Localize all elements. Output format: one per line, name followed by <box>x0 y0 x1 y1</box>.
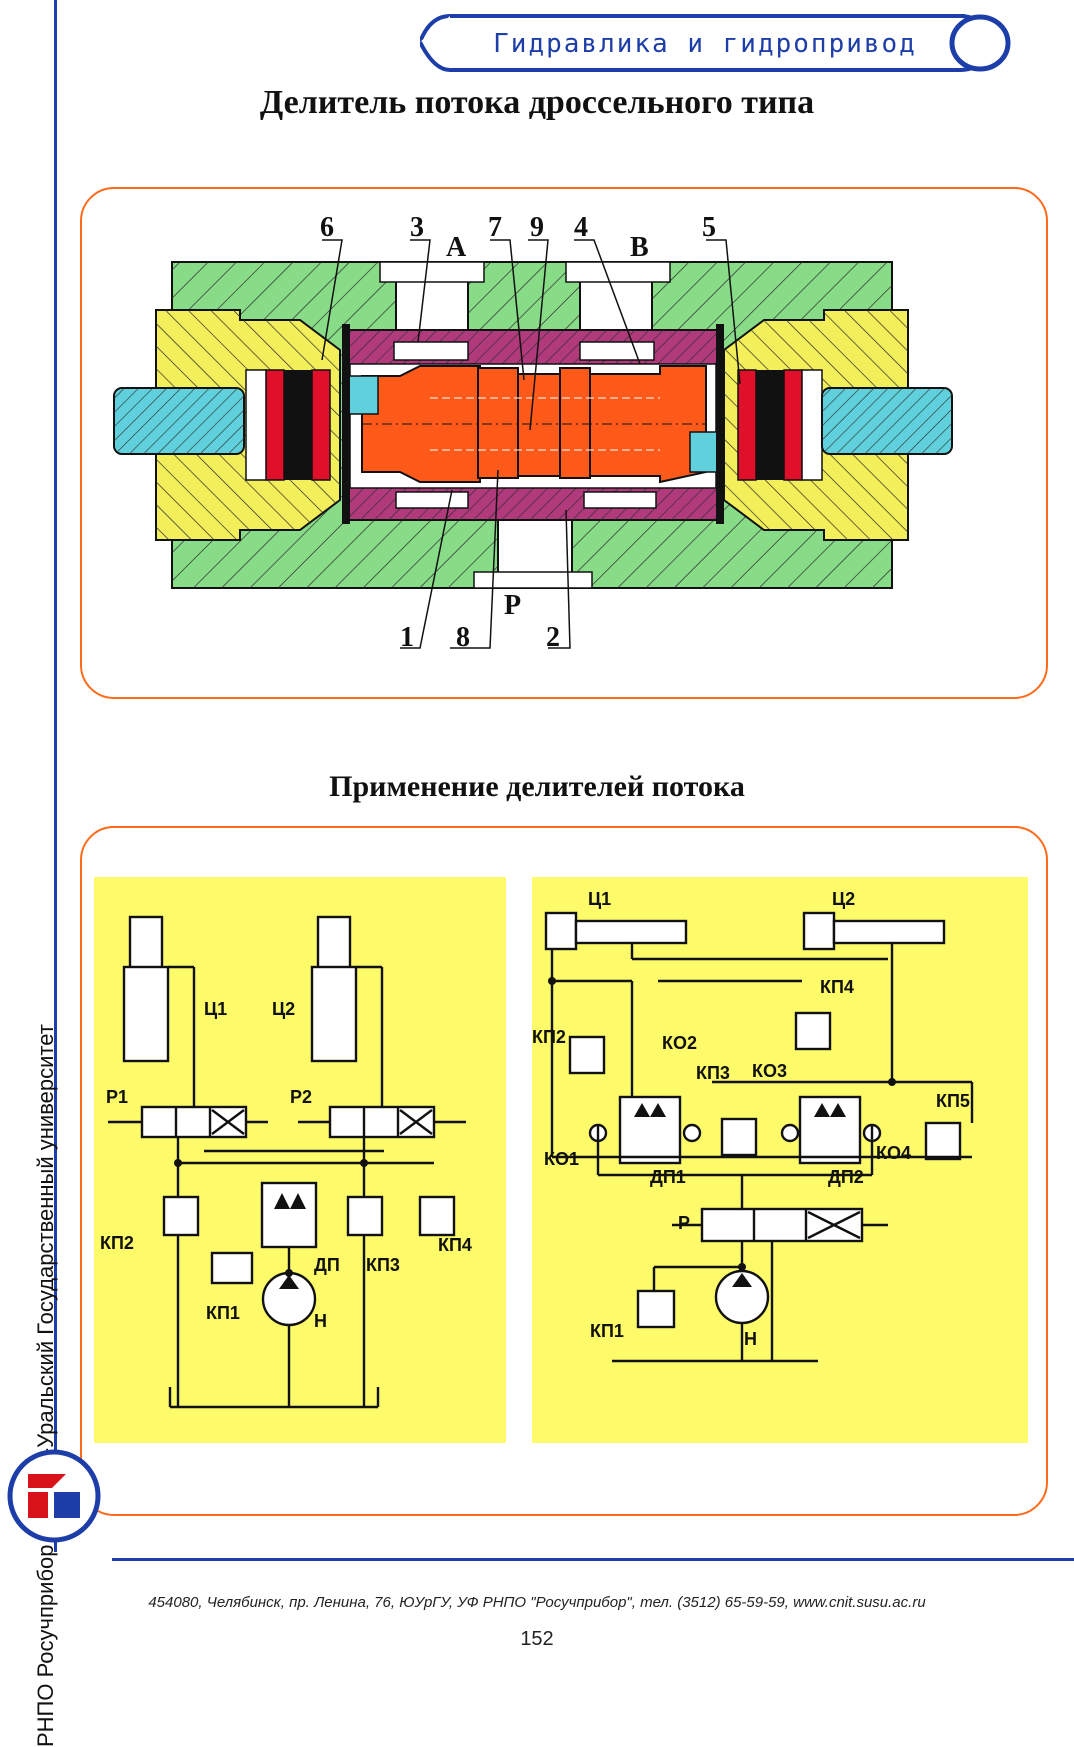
callout-4: 4 <box>574 212 588 243</box>
section-title: Применение делителей потока <box>329 770 745 803</box>
right-gasket <box>716 324 724 524</box>
callout-lines <box>321 239 741 649</box>
label-kp2: КП2 <box>532 1027 566 1047</box>
label-r: Р <box>678 1213 690 1233</box>
label-kp4: КП4 <box>438 1235 472 1255</box>
bottom-rule <box>112 1558 1074 1561</box>
left-plug <box>347 375 379 415</box>
label-kp3: КП3 <box>696 1063 730 1083</box>
label-kp5: КП5 <box>936 1091 970 1111</box>
left-piston <box>245 369 331 481</box>
label-r1: Р1 <box>106 1087 128 1107</box>
spool <box>361 365 707 484</box>
label-kp1: КП1 <box>206 1303 240 1323</box>
callout-6: 6 <box>320 212 334 243</box>
callout-b: B <box>630 232 649 263</box>
left-gasket <box>342 324 350 524</box>
right-plug <box>689 431 721 473</box>
callouts-bottom: 1 8 P 2 <box>400 590 560 653</box>
callout-9: 9 <box>530 212 544 243</box>
callout-2: 2 <box>546 622 560 653</box>
label-dp1: ДП1 <box>650 1167 686 1187</box>
header-band <box>420 14 1011 72</box>
label-ko2: КО2 <box>662 1033 697 1053</box>
label-r2: Р2 <box>290 1087 312 1107</box>
label-c1: Ц1 <box>204 999 227 1019</box>
right-adjust-screw <box>821 387 953 455</box>
page-title: Делитель потока дроссельного типа <box>259 84 815 121</box>
label-ko4: КО4 <box>876 1143 911 1163</box>
label-n: Н <box>744 1329 757 1349</box>
label-ko3: КО3 <box>752 1061 787 1081</box>
sidebar-text: РНПО РосучприборЮжно-Уральский Государст… <box>29 507 63 1747</box>
label-dp2: ДП2 <box>828 1167 864 1187</box>
left-rule <box>54 0 57 1552</box>
label-c1: Ц1 <box>588 889 611 909</box>
footer-address: 454080, Челябинск, пр. Ленина, 76, ЮУрГУ… <box>148 1594 926 1611</box>
callout-a: A <box>446 232 467 263</box>
callout-p: P <box>504 590 521 621</box>
label-kp1: КП1 <box>590 1321 624 1341</box>
callout-8: 8 <box>456 622 470 653</box>
header-title: Гидравлика и гидропривод <box>493 29 917 59</box>
flow-divider-section-drawing: 6 3 A 7 9 4 B 5 1 8 P 2 <box>113 212 953 653</box>
label-dp: ДП <box>314 1255 340 1275</box>
label-kp3: КП3 <box>366 1255 400 1275</box>
rosuchpribor-logo <box>7 1449 101 1543</box>
sidebar-university: Южно-Уральский Государственный университ… <box>33 1024 58 1517</box>
callout-5: 5 <box>702 212 716 243</box>
scheme-left: Ц1 Ц2 Р1 Р2 КП2 КП3 КП4 ДП КП1 Н <box>94 877 506 1443</box>
left-adjust-screw <box>113 387 245 455</box>
label-kp4: КП4 <box>820 977 854 997</box>
callout-3: 3 <box>410 212 424 243</box>
right-piston <box>737 369 823 481</box>
callout-1: 1 <box>400 622 414 653</box>
callout-7: 7 <box>488 212 502 243</box>
scheme-right: Ц1 Ц2 КП4 КО2 КП3 КО3 КП5 КП2 КО1 ДП1 ДП… <box>532 877 1028 1443</box>
callouts-top: 6 3 A 7 9 4 B 5 <box>320 212 716 263</box>
label-n: Н <box>314 1311 327 1331</box>
page-number: 152 <box>520 1628 554 1650</box>
label-c2: Ц2 <box>272 999 295 1019</box>
label-c2: Ц2 <box>832 889 855 909</box>
label-kp2: КП2 <box>100 1233 134 1253</box>
label-ko1: КО1 <box>544 1149 579 1169</box>
